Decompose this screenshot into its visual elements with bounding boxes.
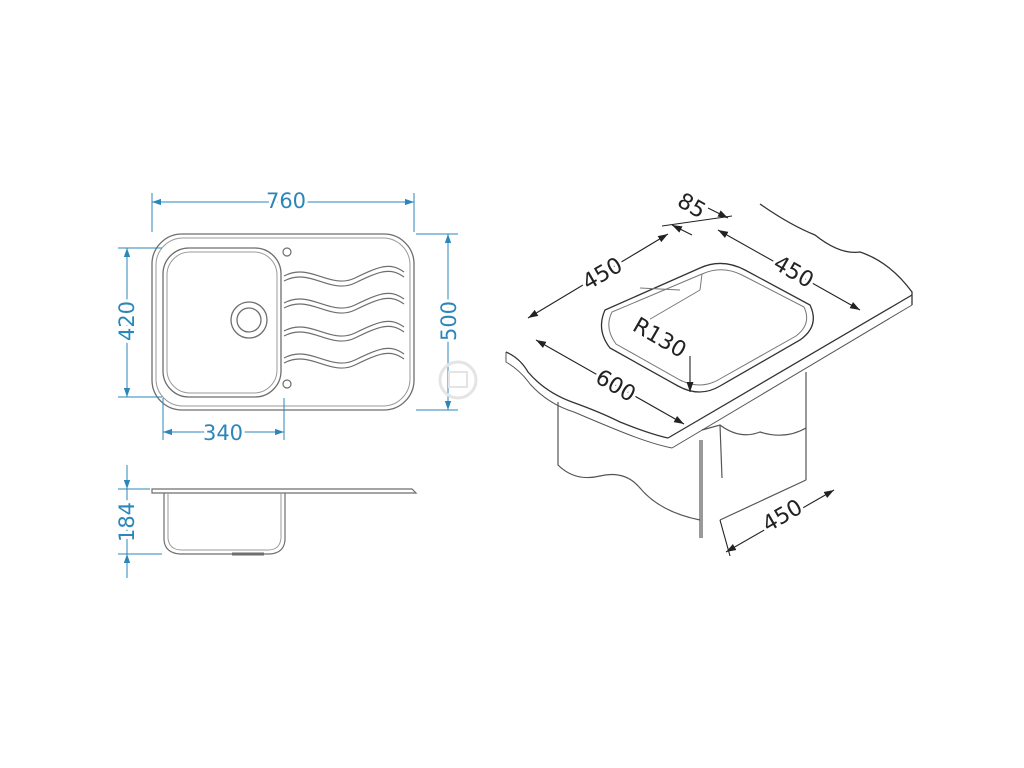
label-85: 85 bbox=[673, 189, 710, 225]
drain-inner bbox=[236, 307, 262, 333]
top-view: 760 500 420 340 bbox=[112, 186, 464, 448]
drainer-grooves bbox=[283, 265, 405, 369]
countertop-left-edge bbox=[505, 351, 669, 439]
label-760: 760 bbox=[266, 189, 306, 213]
label-340: 340 bbox=[203, 421, 243, 445]
side-bowl-inner bbox=[167, 493, 282, 551]
overflow-hole bbox=[282, 379, 292, 389]
dimension-85 bbox=[661, 207, 733, 236]
side-rim bbox=[151, 488, 418, 494]
drain-outer bbox=[230, 301, 268, 339]
countertop-front-edge-lower bbox=[671, 304, 913, 449]
label-450-cabinet: 450 bbox=[758, 495, 807, 538]
label-184: 184 bbox=[115, 502, 139, 542]
dimension-760 bbox=[151, 193, 415, 232]
bowl-inner bbox=[166, 251, 278, 394]
label-600: 600 bbox=[591, 365, 640, 408]
countertop-front-edge bbox=[667, 294, 913, 439]
label-500: 500 bbox=[437, 301, 461, 341]
tap-hole bbox=[282, 247, 292, 257]
sink-outline bbox=[151, 233, 415, 411]
dimension-450-cabinet bbox=[719, 489, 835, 557]
watermark bbox=[438, 360, 478, 400]
label-450-left: 450 bbox=[578, 253, 627, 296]
bowl-outline bbox=[162, 247, 282, 398]
countertop-left-edge-lower bbox=[505, 352, 673, 449]
dimension-184 bbox=[118, 465, 162, 578]
side-view: 184 bbox=[112, 465, 418, 578]
side-bowl bbox=[163, 493, 286, 555]
label-420: 420 bbox=[115, 301, 139, 341]
dimension-340 bbox=[162, 398, 285, 440]
dimension-600 bbox=[535, 339, 685, 425]
watermark-logo-icon bbox=[438, 360, 478, 400]
dimension-450-right bbox=[717, 229, 861, 311]
sink-rim-inner bbox=[155, 237, 411, 407]
dimension-420 bbox=[118, 247, 162, 398]
dimension-450-left bbox=[527, 233, 669, 319]
isometric-view: 85 450 450 R130 600 450 bbox=[505, 189, 913, 557]
